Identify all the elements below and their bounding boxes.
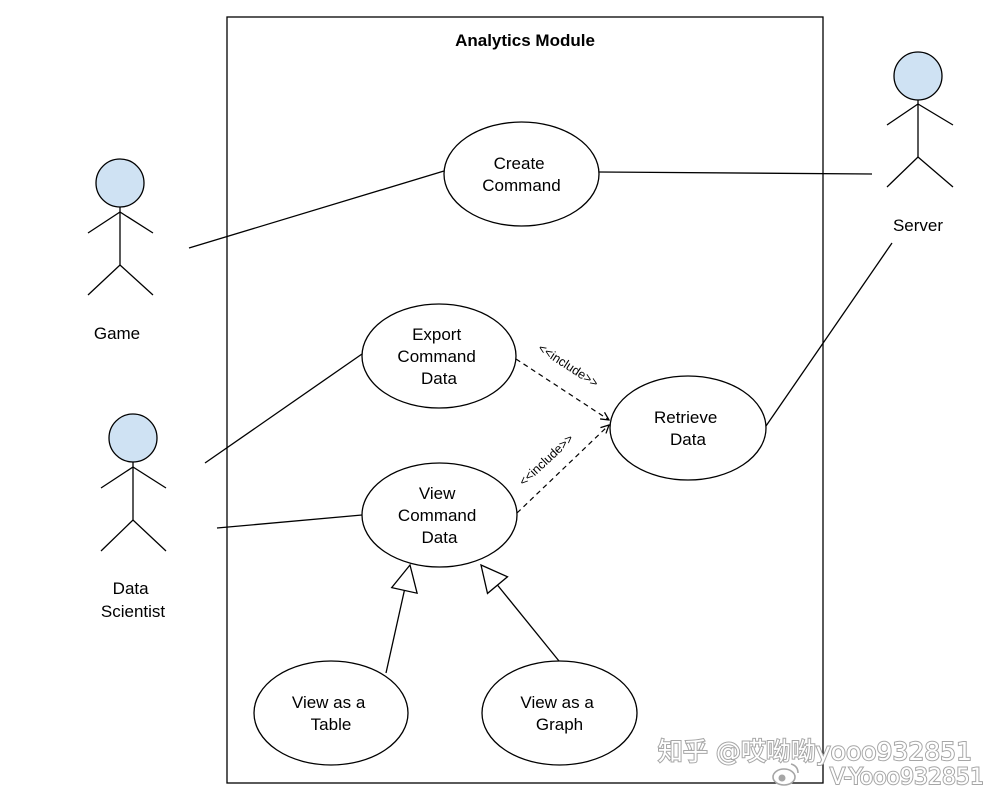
use-case-ellipse xyxy=(253,660,409,766)
actor-legs xyxy=(100,519,167,552)
include-label-export-retrieve: <<include>> xyxy=(536,341,601,390)
use-case-ellipse xyxy=(361,303,517,409)
actor-head xyxy=(893,51,943,101)
actor-legs xyxy=(87,264,154,296)
generalization-line xyxy=(496,584,560,662)
actor-game: Game xyxy=(87,158,154,343)
system-boundary xyxy=(226,16,824,784)
use-case-label: View Command Data xyxy=(398,484,481,547)
watermark-zhihu: 知乎 @哎呦呦yooo932851 xyxy=(658,737,972,766)
watermark: 知乎 @哎呦呦yooo932851 V-Yooo932851 xyxy=(657,736,985,791)
use-case-ellipse xyxy=(481,660,638,766)
use-case-ellipse xyxy=(609,375,767,481)
use-case-label: Create Command xyxy=(482,154,560,195)
include-view-retrieve xyxy=(516,425,609,514)
use-case-label: View as a Table xyxy=(292,693,370,734)
generalization-line xyxy=(385,590,406,674)
actor-arms xyxy=(886,103,954,126)
use-case-export-command-data: Export Command Data xyxy=(361,303,517,409)
actor-head xyxy=(108,413,158,463)
actor-label: Server xyxy=(893,216,943,235)
use-case-label: Export Command Data xyxy=(397,325,480,388)
association-server-retrieve-data xyxy=(765,242,893,427)
use-case-label: Retrieve Data xyxy=(654,408,722,449)
use-case-label: View as a Graph xyxy=(520,693,598,734)
association-create-command-server xyxy=(598,171,873,175)
generalization-triangle xyxy=(480,563,509,595)
watermark-weibo: V-Yooo932851 xyxy=(830,765,984,790)
generalization-triangle xyxy=(390,563,418,595)
include-export-retrieve xyxy=(515,358,609,420)
use-case-view-as-table: View as a Table xyxy=(253,660,409,766)
weibo-icon xyxy=(772,763,799,786)
actor-legs xyxy=(886,156,954,188)
association-data-scientist-view xyxy=(216,514,363,529)
association-data-scientist-export xyxy=(204,353,363,464)
actor-arms xyxy=(87,211,154,234)
actor-label: Data Scientist xyxy=(101,579,166,621)
generalization-table-view xyxy=(385,563,418,674)
association-game-create-command xyxy=(188,170,445,249)
system-title: Analytics Module xyxy=(455,31,595,50)
use-case-view-command-data: View Command Data xyxy=(361,462,518,568)
use-case-view-as-graph: View as a Graph xyxy=(481,660,638,766)
use-case-create-command: Create Command xyxy=(443,121,600,227)
use-case-ellipse xyxy=(443,121,600,227)
generalization-graph-view xyxy=(480,563,560,662)
include-label-view-retrieve: <<include>> xyxy=(516,431,576,488)
actor-arms xyxy=(100,466,167,489)
actor-server: Server xyxy=(886,51,954,235)
actor-label: Game xyxy=(94,324,140,343)
actor-head xyxy=(95,158,145,208)
use-case-ellipse xyxy=(361,462,518,568)
use-case-retrieve-data: Retrieve Data xyxy=(609,375,767,481)
actor-data-scientist: Data Scientist xyxy=(100,413,167,621)
